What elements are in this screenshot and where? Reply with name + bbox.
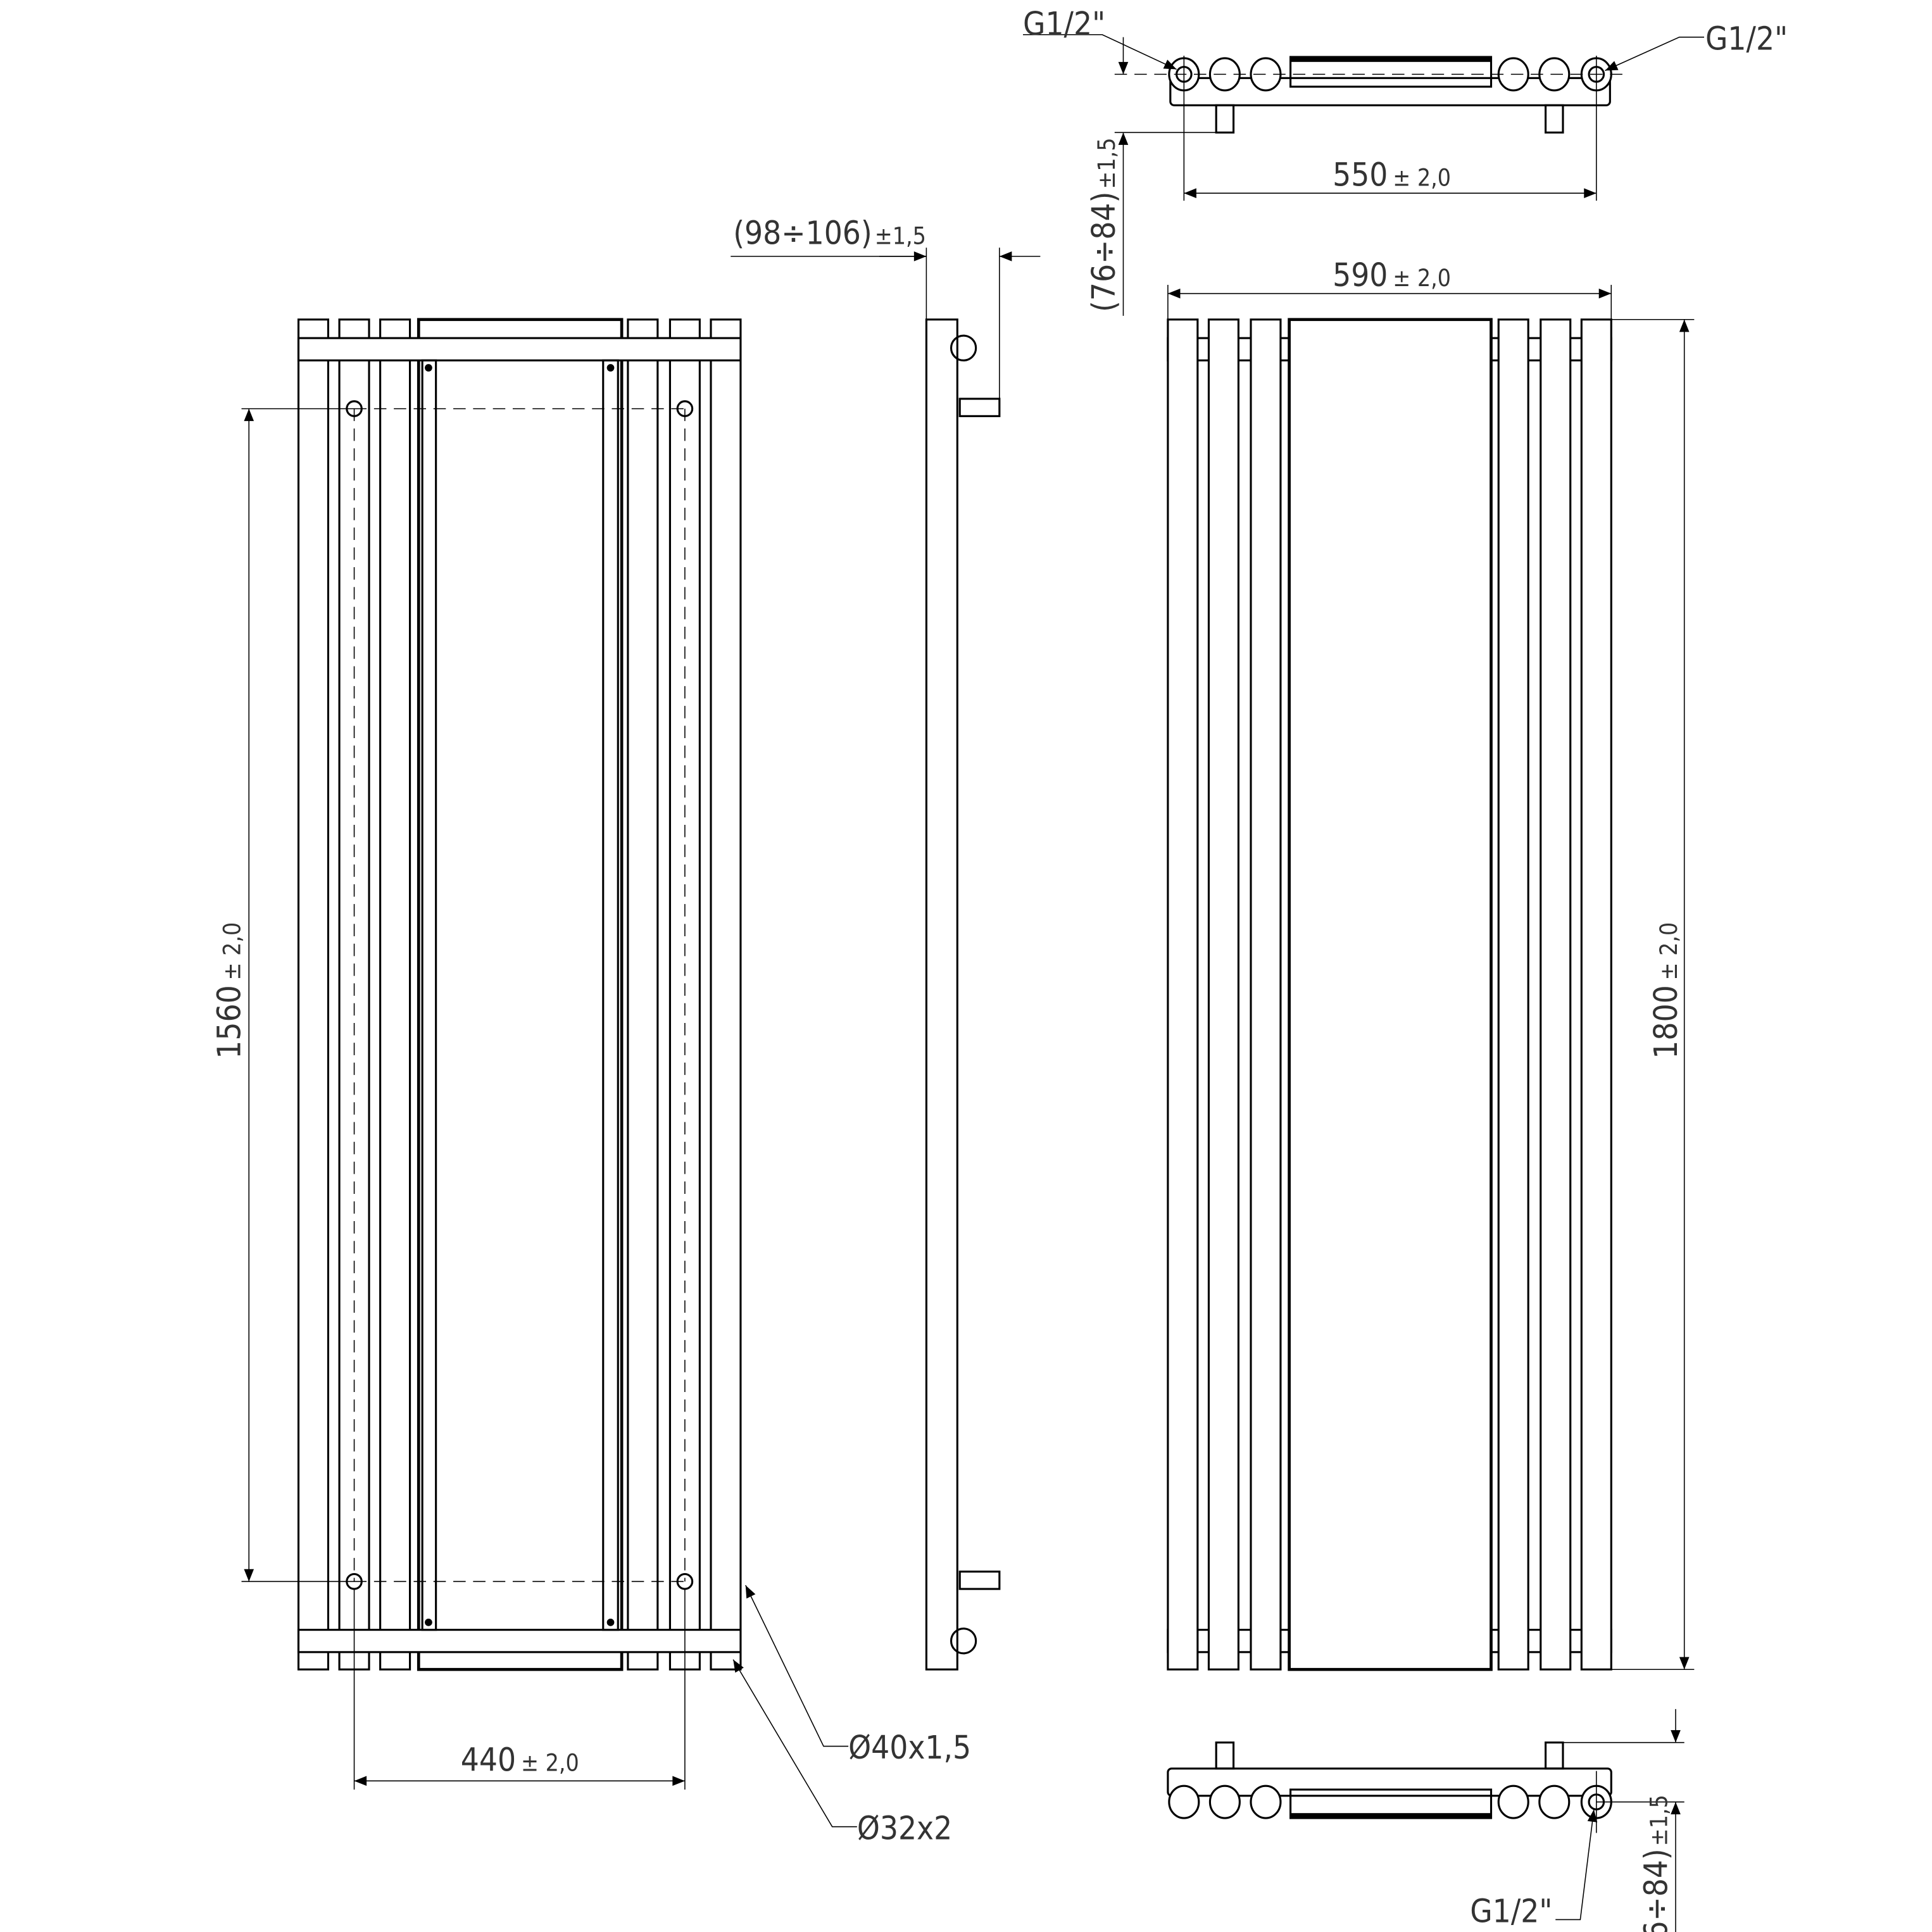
dim-wall-distance: (98÷106)±1,5: [733, 214, 926, 251]
dim-440: 440± 2,0: [461, 1741, 579, 1779]
dim-1800: 1800± 2,0: [1647, 922, 1684, 1059]
dim-1560: 1560± 2,0: [211, 922, 248, 1059]
dim-590: 590± 2,0: [1333, 256, 1451, 294]
dim-bracket-depth-bottom: (76÷84)±1,5: [1637, 1795, 1674, 1932]
bottom-view: (76÷84)±1,5 G1/2": [1167, 1709, 1684, 1932]
front-view: 590± 2,0 1800± 2,0: [1167, 256, 1695, 1671]
label-connection-top-right: G1/2": [1705, 20, 1788, 57]
side-view: (98÷106)±1,5: [731, 214, 1041, 1671]
label-tube-inner: Ø32x2: [857, 1809, 952, 1847]
front-view-rear: 1560± 2,0 440± 2,0 Ø40x1,5 Ø32x2: [211, 318, 971, 1847]
label-connection-top-left: G1/2": [1023, 5, 1105, 42]
dim-bracket-depth: (76÷84)±1,5: [1085, 137, 1122, 312]
top-view: 550± 2,0 (76÷84)±1,5 G1/2" G1/2": [1022, 5, 1788, 316]
dim-550: 550± 2,0: [1333, 156, 1451, 193]
label-tube-outer: Ø40x1,5: [848, 1729, 971, 1766]
label-connection-bottom: G1/2": [1470, 1892, 1552, 1929]
connection-points: [346, 400, 694, 1590]
